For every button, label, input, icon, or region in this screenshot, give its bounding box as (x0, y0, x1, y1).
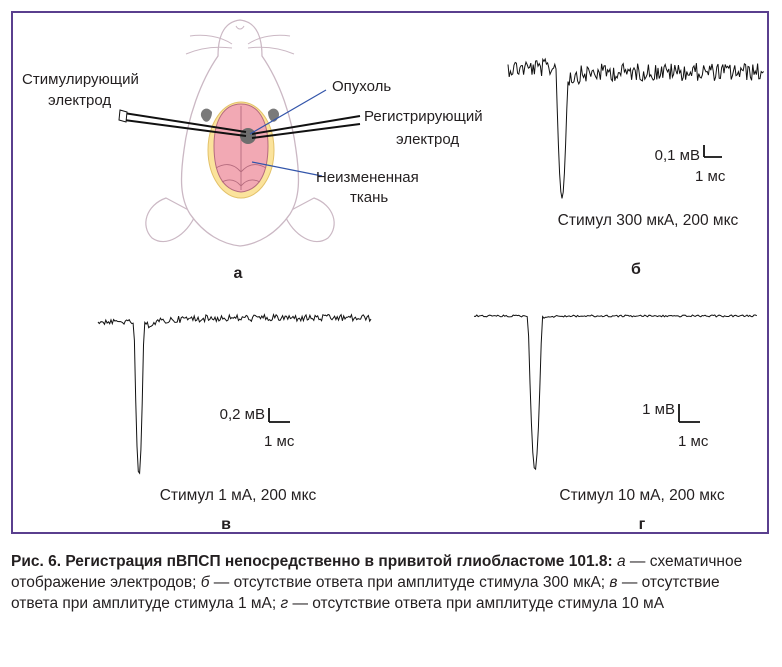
stimulating-electrode-tip (118, 109, 128, 123)
caption-letter-g: г (280, 595, 289, 612)
caption-letter-b: б (200, 574, 210, 591)
caption-part-v: в — отсутствие ответа при амплитуде стим… (11, 574, 720, 612)
label-rec-electrode-1: Регистрирующий (364, 108, 483, 125)
scale-g-time: 1 мс (678, 433, 709, 450)
caption-title: Рис. 6. Регистрация пВПСП непосредственн… (11, 553, 613, 570)
stimulus-v-label: Стимул 1 мА, 200 мкс (160, 487, 317, 504)
label-tissue-2: ткань (350, 189, 388, 206)
caption-text-b: — отсутствие ответа при амплитуде стимул… (209, 574, 610, 591)
label-tissue-1: Неизмененная (316, 169, 419, 186)
label-rec-electrode-2: электрод (396, 131, 459, 148)
rat-right-ear (283, 197, 335, 243)
stimulating-electrode (123, 112, 247, 137)
caption-part-b: б — отсутствие ответа при амплитуде стим… (201, 574, 610, 591)
tissue-pointer-line (251, 161, 323, 177)
caption-text-v: — отсутствие ответа при амплитуде стимул… (11, 574, 720, 612)
panel-g: 1 мВ 1 мс Стимул 10 мА, 200 мкс г (473, 314, 758, 533)
scale-b-voltage: 0,1 мВ (655, 147, 700, 164)
panel-a-letter: а (234, 265, 243, 282)
brain-folds (215, 106, 267, 190)
trace-b (507, 57, 764, 199)
stimulus-g-label: Стимул 10 мА, 200 мкс (559, 487, 724, 504)
figure-caption: Рис. 6. Регистрация пВПСП непосредственн… (11, 551, 771, 614)
rat-nose (235, 25, 245, 30)
panel-v-letter: в (221, 516, 231, 533)
trace-g (473, 314, 758, 471)
tumor-pointer-line (249, 89, 327, 135)
caption-letter-v: в (609, 574, 618, 591)
figure-frame (11, 11, 769, 534)
panel-b-letter: б (631, 261, 641, 278)
caption-part-a: а — схематичное отображение электродов; (11, 553, 742, 591)
scale-v-time: 1 мс (264, 433, 295, 450)
rat-left-eye (200, 108, 212, 122)
trace-v (97, 312, 372, 475)
panel-b: 0,1 мВ 1 мс Стимул 300 мкА, 200 мкс б (507, 57, 764, 278)
label-stim-electrode-1: Стимулирующий (22, 71, 139, 88)
caption-part-g: г — отсутствие ответа при амплитуде стим… (280, 595, 664, 612)
caption-letter-a: а (616, 553, 626, 570)
scale-g-voltage: 1 мВ (642, 401, 675, 418)
scale-b-time: 1 мс (695, 168, 726, 185)
caption-text-a: — схематичное отображение электродов; (11, 553, 743, 591)
stimulus-b-label: Стимул 300 мкА, 200 мкс (558, 212, 739, 229)
panel-g-letter: г (639, 516, 646, 533)
scale-bar-g (678, 404, 700, 423)
recording-electrode (251, 115, 361, 139)
scale-bar-v (268, 408, 290, 423)
label-tumor: Опухоль (332, 78, 391, 95)
rat-left-ear (145, 197, 197, 243)
caption-text-g: — отсутствие ответа при амплитуде стимул… (288, 595, 665, 612)
figure: Стимулирующий электрод Опухоль Регистрир… (22, 19, 764, 533)
scale-bar-b (703, 145, 722, 158)
panel-v: 0,2 мВ 1 мс Стимул 1 мА, 200 мкс в (97, 312, 372, 533)
rat-whiskers (185, 34, 295, 55)
label-stim-electrode-2: электрод (48, 92, 111, 109)
panel-a-schematic: Стимулирующий электрод Опухоль Регистрир… (22, 19, 483, 282)
scale-v-voltage: 0,2 мВ (220, 406, 265, 423)
